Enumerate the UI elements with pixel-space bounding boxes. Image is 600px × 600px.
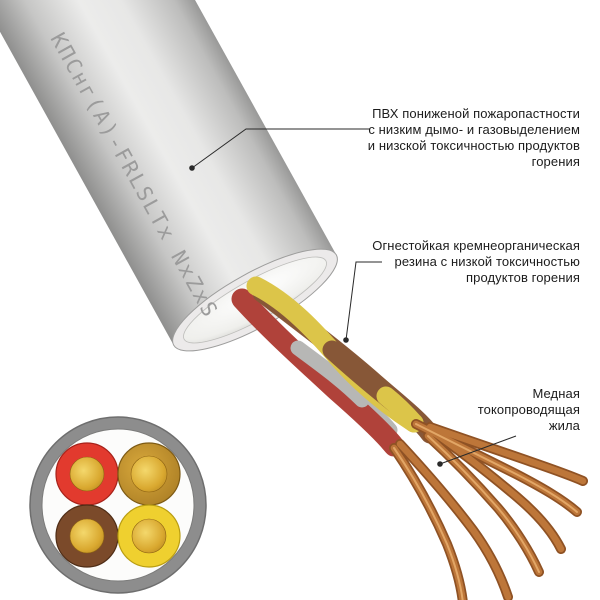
annotation-insulation-line-2: резина с низкой токсичностью: [394, 254, 580, 269]
wires: [231, 276, 440, 457]
leader-dot-sheath: [189, 165, 195, 171]
annotation-conductor-line-2: токопроводящая: [477, 402, 580, 417]
conductor-yellow-core: [131, 518, 167, 554]
cross-section-diagram: [29, 416, 207, 594]
leader-dot-insulation: [343, 337, 349, 343]
annotation-sheath-line-3: и низской токсичностью продуктов: [367, 138, 580, 153]
annotation-sheath-line-2: с низким дымо- и газовыделением: [368, 122, 580, 137]
annotation-conductor-line-3: жила: [548, 418, 580, 433]
conductor-red-core: [69, 456, 105, 492]
annotation-sheath-line-1: ПВХ пониженой пожаропастности: [372, 106, 580, 121]
annotation-insulation-line-3: продуктов горения: [465, 270, 580, 285]
wire-red: [231, 288, 405, 457]
conductor-gold-core: [130, 455, 168, 493]
annotation-conductor-line-1: Медная: [532, 386, 580, 401]
annotation-insulation: Огнестойкая кремнеорганическая резина с …: [372, 238, 580, 286]
annotation-sheath: ПВХ пониженой пожаропастности с низким д…: [368, 106, 580, 170]
wire-gray-twist: [290, 340, 370, 408]
leader-line-insulation: [345, 261, 382, 341]
copper-strands: [394, 424, 583, 600]
annotation-conductor: Медная токопроводящая жила: [478, 386, 580, 434]
leader-dot-conductor: [437, 461, 443, 467]
cable-sheath: [0, 0, 337, 346]
leader-line-conductor: [439, 435, 517, 465]
annotation-sheath-line-4: горения: [531, 154, 580, 169]
conductor-brown-core: [69, 518, 105, 554]
wire-yellow-twist: [376, 386, 424, 433]
leader-lines: [189, 128, 517, 467]
leader-line-sheath: [191, 128, 370, 169]
annotation-insulation-line-1: Огнестойкая кремнеорганическая: [372, 238, 580, 253]
